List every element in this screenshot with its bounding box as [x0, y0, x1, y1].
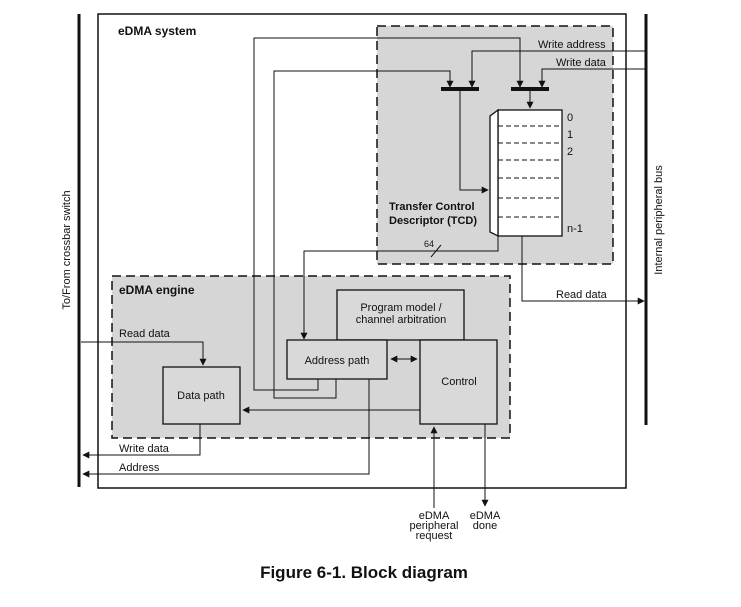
tcd-row-n-label: n-1: [567, 223, 583, 235]
write-data-out-arrow: [82, 424, 201, 459]
request-label-line3: request: [416, 530, 453, 542]
tcd-row-1-label: 1: [567, 129, 573, 141]
tcd-row-0-label: 0: [567, 112, 573, 124]
address-out-label: Address: [119, 462, 160, 474]
program-model-line2: channel arbitration: [356, 314, 447, 326]
tcd-title-line2: Descriptor (TCD): [389, 215, 477, 227]
bus-width-label: 64: [424, 239, 434, 249]
bus-width-slash: [430, 244, 442, 258]
crossbar-label: To/From crossbar switch: [61, 190, 73, 309]
edma-system-title: eDMA system: [118, 24, 196, 38]
program-model-line1: Program model /: [360, 302, 442, 314]
mux-left-to-tcd: [459, 91, 489, 194]
read-data-out-arrow: [521, 236, 645, 305]
data-path-block: [162, 366, 241, 425]
request-label-line1: eDMA: [419, 510, 450, 522]
edma-system-box: [97, 13, 627, 489]
tcd-memory: [489, 108, 563, 238]
read-data-in-label: Read data: [119, 328, 171, 340]
read-data-out-label: Read data: [556, 289, 608, 301]
done-label-line1: eDMA: [470, 510, 501, 522]
loop-inner: [273, 70, 454, 399]
address-path-block: [286, 339, 388, 380]
data-path-label: Data path: [177, 390, 225, 402]
tcd-row-2-label: 2: [567, 146, 573, 158]
address-out-arrow: [82, 379, 370, 478]
write-address-label: Write address: [538, 39, 606, 51]
request-label-line2: peripheral: [410, 520, 459, 532]
write-data-out-label: Write data: [119, 443, 170, 455]
loop-outer: [253, 37, 524, 391]
read-data-in-arrow: [81, 341, 207, 366]
write-data-arrow: [538, 68, 646, 88]
done-label-line2: done: [473, 520, 497, 532]
edma-engine-title: eDMA engine: [119, 283, 195, 297]
program-model-block: [336, 289, 465, 341]
control-block: [419, 339, 498, 425]
peripheral-bus-label: Internal peripheral bus: [653, 165, 665, 275]
tcd-title-line1: Transfer Control: [389, 201, 475, 213]
write-data-in-label: Write data: [556, 57, 607, 69]
control-label: Control: [441, 376, 476, 388]
address-path-label: Address path: [305, 355, 370, 367]
tcd-to-address-path: [300, 236, 499, 340]
figure-caption: Figure 6-1. Block diagram: [260, 563, 468, 582]
write-address-arrow: [468, 50, 646, 88]
